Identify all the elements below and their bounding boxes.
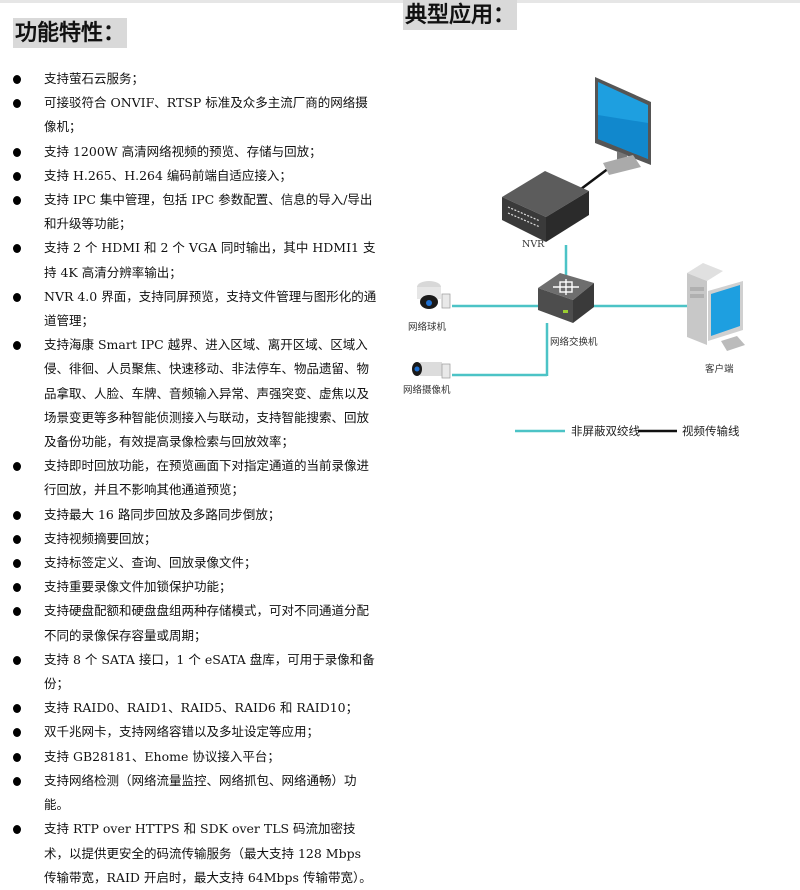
bullet-icon [13, 462, 21, 472]
feature-text: 支持最大 16 路同步回放及多路同步倒放； [44, 506, 281, 522]
bullet-icon [13, 534, 21, 544]
feature-text: 支持重要录像文件加锁保护功能； [44, 579, 232, 595]
feature-item: 双千兆网卡，支持网络容错以及多址设定等应用； [0, 720, 395, 744]
feature-text: 支持即时回放功能，在预览画面下对指定通道的当前录像进行回放，并且不影响其他通道预… [44, 458, 370, 498]
nvr-label: NVR [522, 239, 545, 250]
feature-item: NVR 4.0 界面，支持同屏预览，支持文件管理与图形化的通道管理； [0, 285, 395, 333]
network-camera-icon [412, 362, 451, 379]
network-topology-diagram: NVR 网络球机 网络摄像机 网络交换机 客户端 非屏蔽双绞线 视频传输线 [403, 55, 760, 455]
feature-text: 支持海康 Smart IPC 越界、进入区域、离开区域、区域入侵、徘徊、人员聚焦… [44, 337, 370, 450]
feature-text: 支持 1200W 高清网络视频的预览、存储与回放； [44, 143, 322, 159]
feature-item: 支持 H.265、H.264 编码前端自适应接入； [0, 164, 395, 188]
feature-item: 支持重要录像文件加锁保护功能； [0, 575, 395, 599]
bullet-icon [13, 776, 21, 786]
switch-label: 网络交换机 [550, 337, 598, 348]
bullet-icon [13, 341, 21, 351]
bullet-icon [13, 99, 21, 109]
feature-item: 支持 2 个 HDMI 和 2 个 VGA 同时输出，其中 HDMI1 支持 4… [0, 236, 395, 284]
feature-item: 支持萤石云服务； [0, 67, 395, 91]
typical-application-heading: 典型应用： [403, 0, 518, 30]
feature-text: 支持标签定义、查询、回放录像文件； [44, 555, 257, 571]
legend-label-twisted-pair: 非屏蔽双绞线 [571, 424, 640, 438]
bullet-icon [13, 704, 21, 714]
client-pc-icon [687, 263, 745, 351]
feature-item: 支持 IPC 集中管理，包括 IPC 参数配置、信息的导入/导出和升级等功能； [0, 188, 395, 236]
feature-item: 支持即时回放功能，在预览画面下对指定通道的当前录像进行回放，并且不影响其他通道预… [0, 454, 395, 502]
switch-icon [538, 273, 594, 323]
feature-text: 支持 H.265、H.264 编码前端自适应接入； [44, 167, 292, 183]
feature-text: NVR 4.0 界面，支持同屏预览，支持文件管理与图形化的通道管理； [44, 288, 377, 329]
feature-text: 支持 RAID0、RAID1、RAID5、RAID6 和 RAID10； [44, 700, 359, 716]
feature-text: 支持网络检测（网络流量监控、网络抓包、网络通畅）功能。 [44, 772, 357, 813]
feature-item: 支持 1200W 高清网络视频的预览、存储与回放； [0, 140, 395, 164]
dome-camera-icon [417, 281, 451, 309]
diagram-canvas [412, 77, 745, 433]
feature-item: 支持 8 个 SATA 接口，1 个 eSATA 盘库，可用于录像和备份； [0, 648, 395, 696]
feature-item: 支持视频摘要回放； [0, 527, 395, 551]
feature-item: 支持 GB28181、Ehome 协议接入平台； [0, 745, 395, 769]
client-label: 客户端 [705, 364, 734, 375]
feature-text: 支持 8 个 SATA 接口，1 个 eSATA 盘库，可用于录像和备份； [44, 651, 375, 692]
bullet-icon [13, 292, 21, 302]
bullet-icon [13, 728, 21, 738]
features-heading: 功能特性： [13, 18, 128, 48]
bullet-icon [13, 655, 21, 665]
feature-item: 支持标签定义、查询、回放录像文件； [0, 551, 395, 575]
feature-text: 支持视频摘要回放； [44, 530, 157, 546]
dome-camera-label: 网络球机 [408, 322, 447, 333]
top-border [0, 0, 800, 3]
feature-item: 支持 RAID0、RAID1、RAID5、RAID6 和 RAID10； [0, 696, 395, 720]
bullet-icon [13, 559, 21, 569]
feature-list: 支持萤石云服务； 可接驳符合 ONVIF、RTSP 标准及众多主流厂商的网络摄像机… [0, 67, 395, 890]
feature-item: 支持最大 16 路同步回放及多路同步倒放； [0, 503, 395, 527]
bullet-icon [13, 196, 21, 206]
feature-item: 支持 RTP over HTTPS 和 SDK over TLS 码流加密技术，… [0, 817, 395, 890]
feature-text: 支持 GB28181、Ehome 协议接入平台； [44, 748, 280, 764]
bullet-icon [13, 147, 21, 157]
feature-text: 双千兆网卡，支持网络容错以及多址设定等应用； [44, 724, 320, 740]
nvr-icon [502, 171, 589, 242]
feature-item: 支持网络检测（网络流量监控、网络抓包、网络通畅）功能。 [0, 769, 395, 817]
bullet-icon [13, 825, 21, 835]
feature-item: 支持硬盘配额和硬盘盘组两种存储模式，可对不同通道分配不同的录像保存容量或周期； [0, 599, 395, 647]
feature-text: 支持硬盘配额和硬盘盘组两种存储模式，可对不同通道分配不同的录像保存容量或周期； [44, 603, 370, 643]
monitor-icon [595, 77, 651, 175]
bullet-icon [13, 244, 21, 254]
bullet-icon [13, 752, 21, 762]
feature-text: 支持 2 个 HDMI 和 2 个 VGA 同时输出，其中 HDMI1 支持 4… [44, 240, 376, 280]
bullet-icon [13, 510, 21, 520]
legend-label-video-cable: 视频传输线 [682, 424, 740, 438]
bullet-icon [13, 583, 21, 593]
feature-item: 支持海康 Smart IPC 越界、进入区域、离开区域、区域入侵、徘徊、人员聚焦… [0, 333, 395, 454]
bullet-icon [13, 171, 21, 181]
feature-text: 可接驳符合 ONVIF、RTSP 标准及众多主流厂商的网络摄像机； [44, 95, 368, 135]
bullet-icon [13, 75, 21, 84]
feature-item: 可接驳符合 ONVIF、RTSP 标准及众多主流厂商的网络摄像机； [0, 91, 395, 139]
network-camera-label: 网络摄像机 [403, 385, 451, 396]
feature-text: 支持萤石云服务； [44, 71, 145, 86]
bullet-icon [13, 607, 21, 617]
feature-text: 支持 IPC 集中管理，包括 IPC 参数配置、信息的导入/导出和升级等功能； [44, 192, 373, 232]
feature-text: 支持 RTP over HTTPS 和 SDK over TLS 码流加密技术，… [44, 821, 372, 885]
